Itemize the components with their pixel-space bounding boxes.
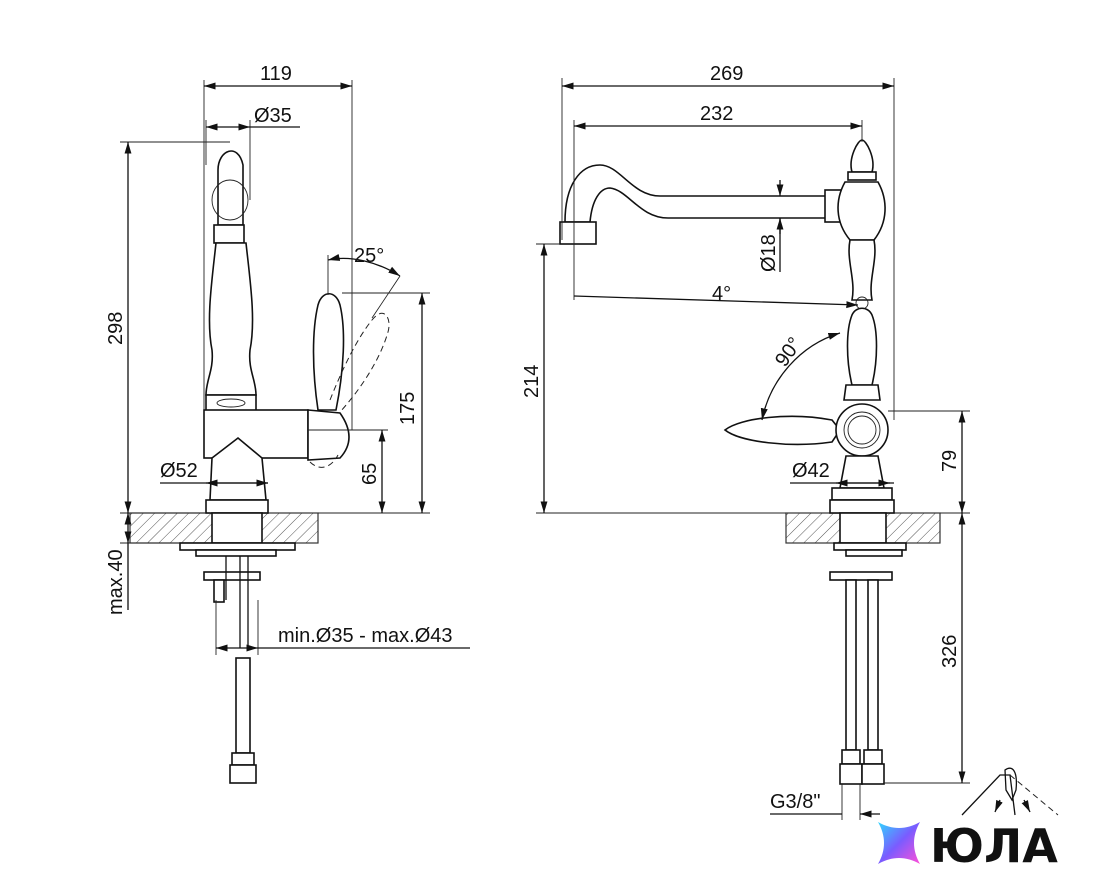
front-lever <box>846 307 878 386</box>
lever-rotation-icon <box>961 767 1059 816</box>
dim-thread-g38: G3/8" <box>770 791 820 813</box>
dim-max-40: max.40 <box>105 549 127 615</box>
dim-dia-35: Ø35 <box>254 105 292 127</box>
front-view: 269 232 Ø18 4° 90° 214 Ø42 79 326 G3/8" <box>521 63 1059 820</box>
dim-298: 298 <box>105 312 127 345</box>
dim-dia-18: Ø18 <box>758 234 780 272</box>
dim-214: 214 <box>521 365 543 398</box>
dim-269: 269 <box>710 63 743 85</box>
dim-232: 232 <box>700 103 733 125</box>
dim-119: 119 <box>260 63 292 85</box>
brand-logo: ЮЛА <box>878 819 1058 873</box>
dim-79: 79 <box>939 450 961 472</box>
logo-text: ЮЛА <box>930 819 1058 873</box>
front-hose-left <box>845 579 857 751</box>
front-spout <box>564 164 846 223</box>
dim-angle-90: 90° <box>771 333 806 370</box>
dim-65: 65 <box>359 463 381 485</box>
front-hose-right <box>867 579 879 751</box>
dim-hole-range: min.Ø35 - max.Ø43 <box>278 625 453 647</box>
side-body <box>203 409 309 459</box>
logo-mark-icon <box>878 822 920 864</box>
dim-angle-25: 25° <box>354 245 384 267</box>
dim-dia-42: Ø42 <box>792 460 830 482</box>
dim-326: 326 <box>939 635 961 668</box>
dim-175: 175 <box>397 392 419 425</box>
side-hose <box>235 657 251 754</box>
side-view: 119 Ø35 298 25° 175 65 Ø52 max.40 min.Ø3 <box>105 63 470 784</box>
side-spout-head <box>217 150 244 226</box>
side-lever <box>312 292 345 411</box>
front-column <box>848 239 876 301</box>
side-column <box>205 242 257 396</box>
dim-angle-4: 4° <box>712 283 731 305</box>
front-finial <box>850 139 874 173</box>
dim-dia-52: Ø52 <box>160 460 198 482</box>
